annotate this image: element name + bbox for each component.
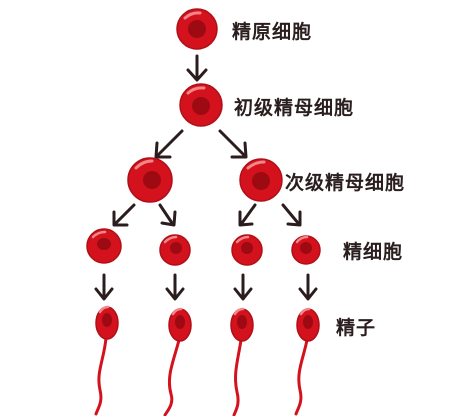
- arrow-down-icon: [233, 273, 253, 301]
- label-spermatid: 精细胞: [343, 241, 404, 263]
- arrow-down-icon: [186, 54, 208, 82]
- secondary-spermatocyte-cell: [127, 157, 173, 203]
- arrow-down-icon: [298, 273, 318, 301]
- spermatid-cell: [159, 234, 191, 266]
- arrow-down-icon: [165, 273, 185, 301]
- label-spermatogonium: 精原细胞: [232, 21, 313, 43]
- spermatogonium-cell: [176, 8, 218, 50]
- arrow-down-right-icon: [281, 203, 302, 227]
- arrow-down-left-icon: [238, 203, 257, 227]
- label-primary-spermatocyte: 初级精母细胞: [234, 97, 355, 119]
- primary-spermatocyte-cell: [179, 83, 223, 127]
- sperm-cell: [163, 307, 192, 417]
- sperm-cell: [94, 305, 119, 416]
- spermatid-cell: [291, 235, 321, 265]
- arrow-down-left-icon: [112, 203, 136, 227]
- sperm-cell: [230, 307, 254, 417]
- arrow-down-right-icon: [218, 129, 248, 159]
- sperm-cell: [294, 307, 320, 416]
- arrow-down-icon: [94, 273, 114, 301]
- secondary-spermatocyte-cell: [239, 158, 283, 202]
- label-secondary-spermatocyte: 次级精母细胞: [285, 172, 406, 194]
- spermatid-cell: [86, 228, 122, 264]
- arrow-down-left-icon: [154, 129, 184, 159]
- spermatid-cell: [231, 234, 263, 266]
- label-sperm: 精子: [336, 317, 377, 339]
- arrow-down-right-icon: [158, 203, 177, 227]
